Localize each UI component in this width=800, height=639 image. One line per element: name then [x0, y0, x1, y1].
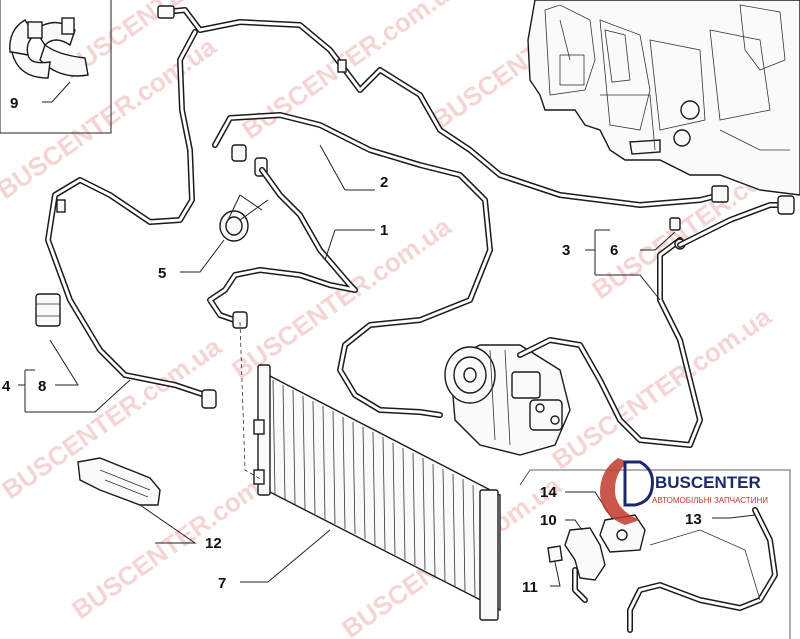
suction-hose-long — [157, 5, 729, 208]
o-ring-seal — [219, 210, 249, 242]
lower-right-fittings — [519, 469, 791, 639]
callout-9: 9 — [10, 95, 18, 112]
hose-item-1 — [207, 167, 358, 329]
condenser — [239, 321, 501, 621]
hose-to-evaporator — [677, 195, 795, 248]
buscenter-logo: BUSCENTER АВТОМОБІЛЬНІ ЗАПЧАСТИНИ — [600, 458, 768, 525]
logo-brand-text: BUSCENTER — [655, 473, 761, 492]
pipe-clip-part — [9, 17, 89, 79]
watermark-text: BUSCENTER.com.ua — [546, 301, 777, 475]
logo-tagline-text: АВТОМОБІЛЬНІ ЗАПЧАСТИНИ — [652, 496, 768, 505]
callout-1: 1 — [380, 222, 388, 239]
hose-item-2 — [212, 112, 493, 418]
callout-5: 5 — [158, 265, 166, 282]
callout-14: 14 — [540, 484, 557, 501]
callout-10: 10 — [540, 512, 557, 529]
ac-compressor — [444, 237, 703, 456]
item-9-box: 9 — [0, 0, 112, 134]
callout-2: 2 — [380, 174, 388, 191]
callout-numbers: 1 2 3 4 5 6 7 8 10 11 12 13 14 — [2, 174, 702, 596]
pressure-pipe-left — [45, 29, 217, 409]
callout-7: 7 — [218, 575, 226, 592]
evaporator-housing — [527, 0, 800, 196]
callout-12: 12 — [205, 535, 222, 552]
callout-3: 3 — [562, 242, 570, 259]
callout-13: 13 — [685, 511, 702, 528]
leader-lines — [18, 144, 756, 587]
callout-11: 11 — [522, 579, 538, 596]
callout-8: 8 — [38, 378, 46, 395]
receiver-drier — [35, 293, 61, 327]
callout-4: 4 — [2, 378, 11, 395]
condenser-bracket — [77, 457, 161, 506]
callout-6: 6 — [610, 242, 618, 259]
